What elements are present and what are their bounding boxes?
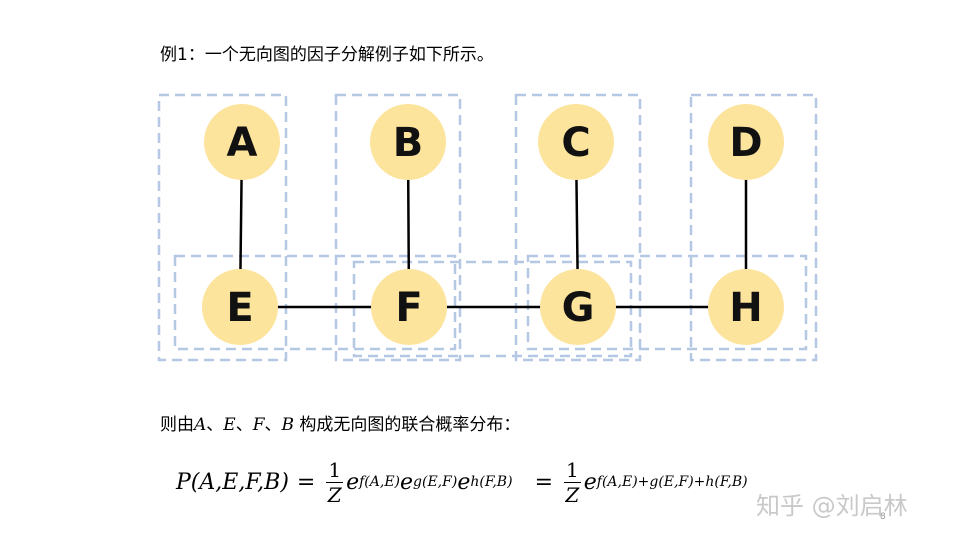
node-circle: [540, 269, 616, 345]
node-label: D: [729, 120, 762, 166]
desc-prefix: 则由: [160, 415, 194, 435]
node-D: D: [708, 104, 784, 180]
formula-fraction: 1 Z: [326, 457, 344, 507]
exp-base: e: [583, 469, 597, 495]
node-circle: [371, 269, 447, 345]
desc-var-f: F: [252, 415, 265, 435]
node-C: C: [538, 104, 614, 180]
exp-base: e: [346, 469, 360, 495]
node-B: B: [370, 104, 446, 180]
node-label: G: [562, 285, 595, 331]
clique-box-G-H: [526, 254, 808, 351]
node-circle: [204, 104, 280, 180]
desc-suffix: 构成无向图的联合概率分布：: [299, 415, 521, 435]
desc-var-b: B: [281, 415, 295, 435]
node-F: F: [371, 269, 447, 345]
node-circle: [370, 104, 446, 180]
node-A: A: [204, 104, 280, 180]
node-circle: [708, 269, 784, 345]
node-circle: [538, 104, 614, 180]
clique-box-D-H: [689, 93, 818, 362]
formula-equals: =: [534, 469, 553, 495]
exponent-g: g(E,F): [413, 474, 458, 490]
watermark: 知乎 @刘启林: [756, 492, 908, 520]
fraction-numerator: 1: [326, 457, 344, 483]
formula-lhs: P(A,E,F,B): [176, 469, 289, 495]
exp-base: e: [400, 469, 414, 495]
intro-text: 例1：一个无向图的因子分解例子如下所示。: [160, 45, 494, 65]
node-circle: [202, 269, 278, 345]
distribution-description: 则由A、E、F、B 构成无向图的联合概率分布：: [160, 410, 520, 435]
clique-box-F-G: [352, 260, 633, 358]
graph-edges: [238, 141, 748, 309]
clique-box-E-F: [173, 254, 457, 351]
exponent-combined: f(A,E)+g(E,F)+h(F,B): [596, 474, 748, 490]
fraction-denominator: Z: [327, 482, 342, 507]
formula-fraction: 1 Z: [564, 458, 581, 507]
node-label: B: [393, 120, 424, 166]
clique-box-A-E: [157, 93, 288, 362]
exp-base: e: [457, 469, 471, 495]
exponent-h: h(F,B): [470, 474, 513, 490]
desc-sep: 、: [264, 415, 282, 435]
node-G: G: [540, 269, 616, 345]
clique-box-C-G: [514, 93, 642, 362]
fraction-numerator: 1: [564, 457, 581, 483]
node-circle: [708, 104, 784, 180]
clique-boxes: [157, 93, 818, 362]
page-number: 8: [880, 512, 886, 522]
clique-box-B-F: [334, 93, 462, 362]
node-H: H: [708, 269, 784, 345]
fraction-denominator: Z: [565, 482, 580, 507]
node-label: C: [561, 120, 590, 166]
node-label: E: [226, 285, 253, 331]
formula-equals: =: [296, 469, 316, 495]
node-label: H: [729, 285, 762, 331]
desc-var-e: E: [223, 415, 236, 435]
desc-sep: 、: [206, 415, 224, 435]
desc-var-a: A: [194, 415, 207, 435]
node-label: A: [227, 120, 258, 166]
node-label: F: [395, 285, 422, 331]
exponent-f: f(A,E): [359, 474, 400, 490]
graph-nodes: A B C D E F G H: [202, 104, 784, 345]
desc-sep: 、: [235, 415, 253, 435]
node-E: E: [202, 269, 278, 345]
